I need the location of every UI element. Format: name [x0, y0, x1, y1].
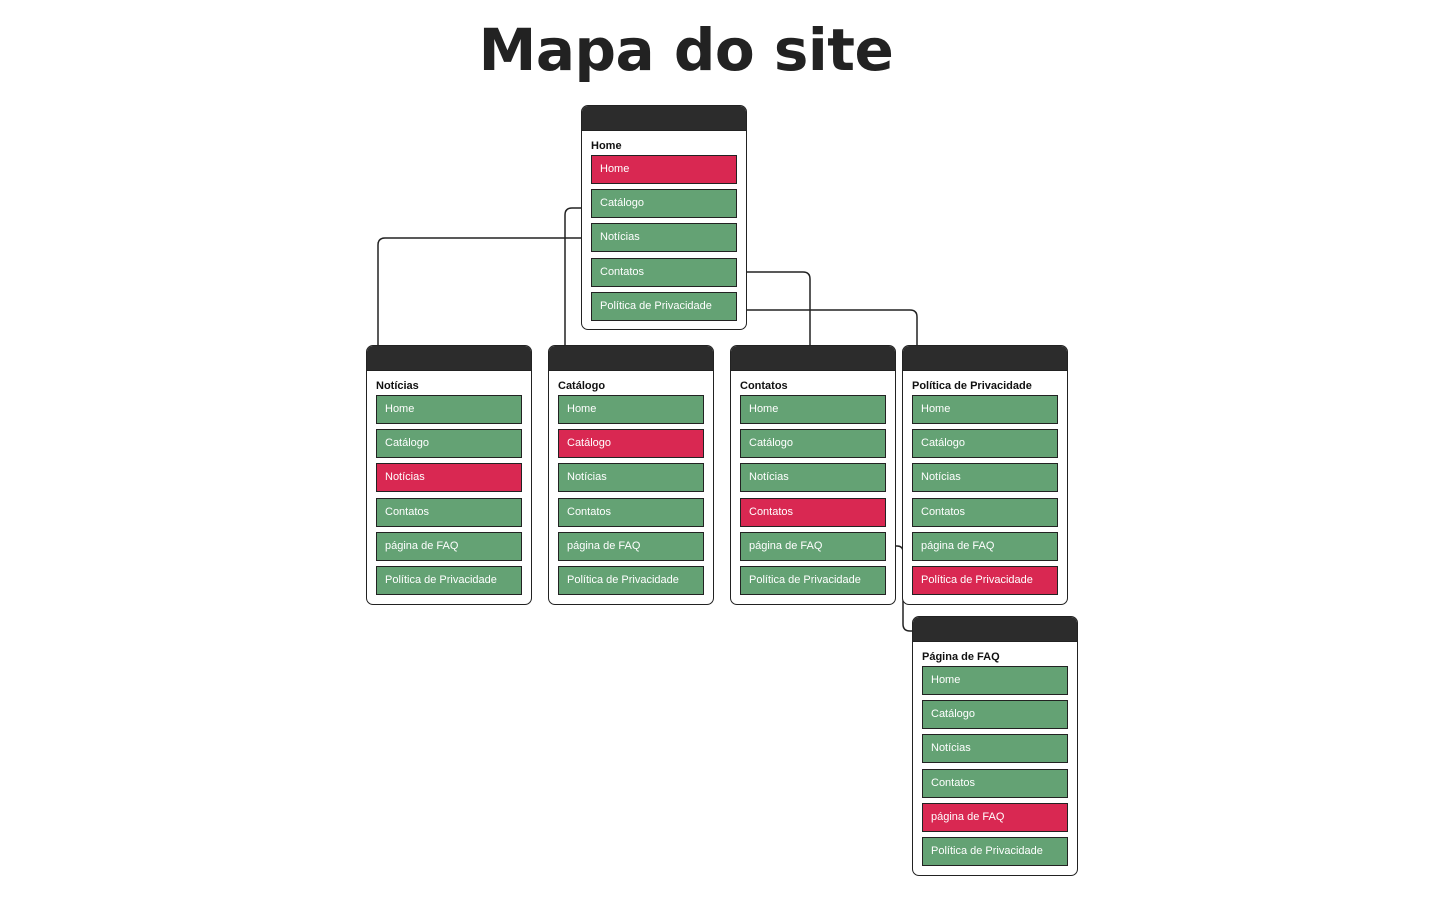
nav-item[interactable]: Contatos [740, 497, 886, 527]
nav-item[interactable]: Notícias [376, 463, 522, 493]
card-title: Notícias [376, 380, 419, 392]
nav-item[interactable]: página de FAQ [740, 531, 886, 561]
card-header [549, 346, 713, 371]
connector-contatos [737, 271, 811, 346]
nav-item[interactable]: Política de Privacidade [376, 565, 522, 595]
nav-item[interactable]: Notícias [912, 463, 1058, 493]
nav-item[interactable]: Catálogo [558, 429, 704, 459]
nav-item[interactable]: Contatos [912, 497, 1058, 527]
nav-item[interactable]: página de FAQ [912, 531, 1058, 561]
nav-item[interactable]: Política de Privacidade [591, 291, 737, 321]
nav-item[interactable]: Home [922, 666, 1068, 695]
card-title: Catálogo [558, 380, 606, 392]
card-header [731, 346, 895, 371]
nav-item[interactable]: Home [740, 395, 886, 424]
card-title: Contatos [740, 380, 788, 392]
card-header [367, 346, 531, 371]
nav-item[interactable]: Catálogo [591, 189, 737, 219]
nav-item[interactable]: página de FAQ [558, 531, 704, 561]
card-header [913, 617, 1077, 642]
nav-item[interactable]: Catálogo [912, 429, 1058, 459]
card-title: Home [591, 140, 622, 152]
card-title: Página de FAQ [922, 651, 1000, 663]
nav-item[interactable]: Notícias [558, 463, 704, 493]
nav-item[interactable]: Contatos [558, 497, 704, 527]
card-title: Política de Privacidade [912, 380, 1032, 392]
page-title: Mapa do site [478, 16, 894, 84]
nav-item[interactable]: Home [376, 395, 522, 424]
nav-item[interactable]: página de FAQ [376, 531, 522, 561]
nav-item[interactable]: Notícias [922, 734, 1068, 764]
connector-privacidade [737, 309, 918, 346]
nav-item[interactable]: Catálogo [376, 429, 522, 459]
nav-item[interactable]: Contatos [376, 497, 522, 527]
nav-item[interactable]: Política de Privacidade [740, 565, 886, 595]
card-header [582, 106, 746, 131]
nav-item[interactable]: Contatos [922, 768, 1068, 798]
nav-item[interactable]: Notícias [740, 463, 886, 493]
nav-item[interactable]: Política de Privacidade [912, 565, 1058, 595]
nav-item[interactable]: Notícias [591, 223, 737, 253]
nav-item[interactable]: Home [912, 395, 1058, 424]
nav-item[interactable]: Contatos [591, 257, 737, 287]
card-header [903, 346, 1067, 371]
nav-item[interactable]: página de FAQ [922, 802, 1068, 832]
nav-item[interactable]: Catálogo [922, 700, 1068, 730]
nav-item[interactable]: Política de Privacidade [922, 836, 1068, 866]
nav-item[interactable]: Política de Privacidade [558, 565, 704, 595]
nav-item[interactable]: Home [591, 155, 737, 184]
nav-item[interactable]: Catálogo [740, 429, 886, 459]
connector-noticias [377, 237, 592, 350]
nav-item[interactable]: Home [558, 395, 704, 424]
